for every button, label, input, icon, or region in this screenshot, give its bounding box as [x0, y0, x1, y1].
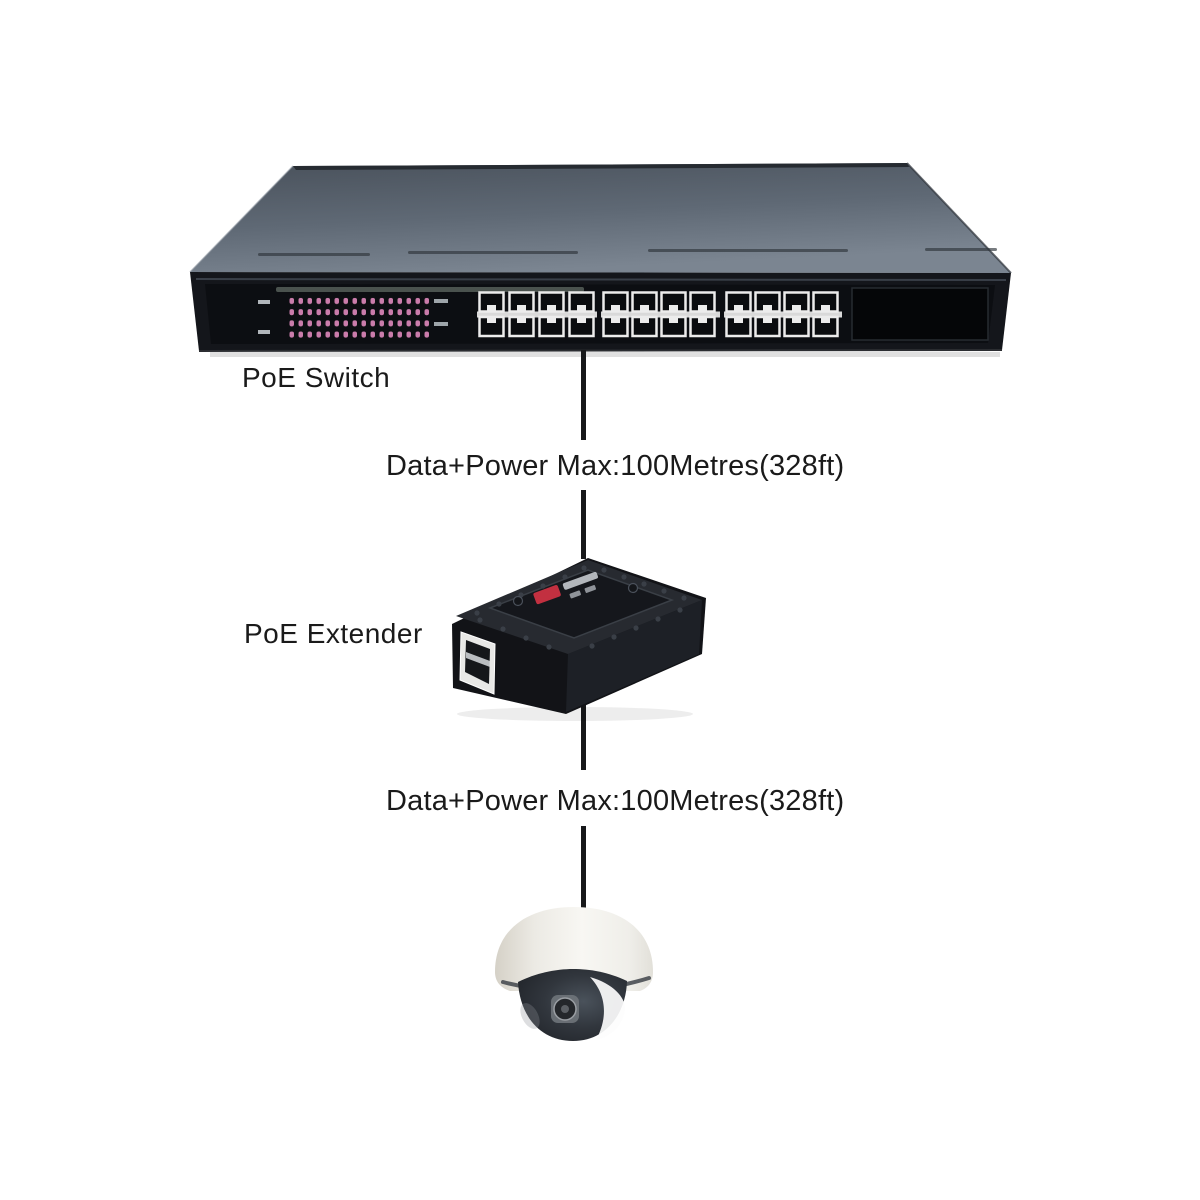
camera-glass-dome	[518, 969, 627, 1041]
uplink-slot	[851, 287, 989, 341]
switch-label: PoE Switch	[242, 362, 391, 393]
extender-brand-badge	[533, 571, 598, 605]
screw-icon	[627, 582, 639, 594]
connection-label-1: Data+Power Max:100Metres(328ft)	[386, 450, 845, 482]
rj45-port-icon	[459, 631, 496, 695]
camera-body	[495, 907, 653, 991]
connection-label-2: Data+Power Max:100Metres(328ft)	[386, 785, 845, 817]
extender-top-face	[456, 560, 702, 654]
model-text-strip	[276, 287, 584, 292]
dome-camera-image	[495, 907, 653, 1041]
rj45-port-group	[601, 291, 720, 338]
switch-front-panel	[190, 272, 1011, 357]
camera-lens-icon	[551, 995, 579, 1023]
extender-label: PoE Extender	[244, 618, 423, 649]
glass-reflection	[590, 977, 626, 1040]
rj45-port-group	[724, 291, 842, 338]
led-indicators	[258, 296, 448, 340]
screw-icon	[512, 595, 524, 607]
poe-extender-image	[452, 558, 706, 721]
switch-top-face	[189, 162, 1012, 274]
poe-switch-image	[189, 162, 1012, 357]
rj45-port-group	[477, 291, 597, 338]
